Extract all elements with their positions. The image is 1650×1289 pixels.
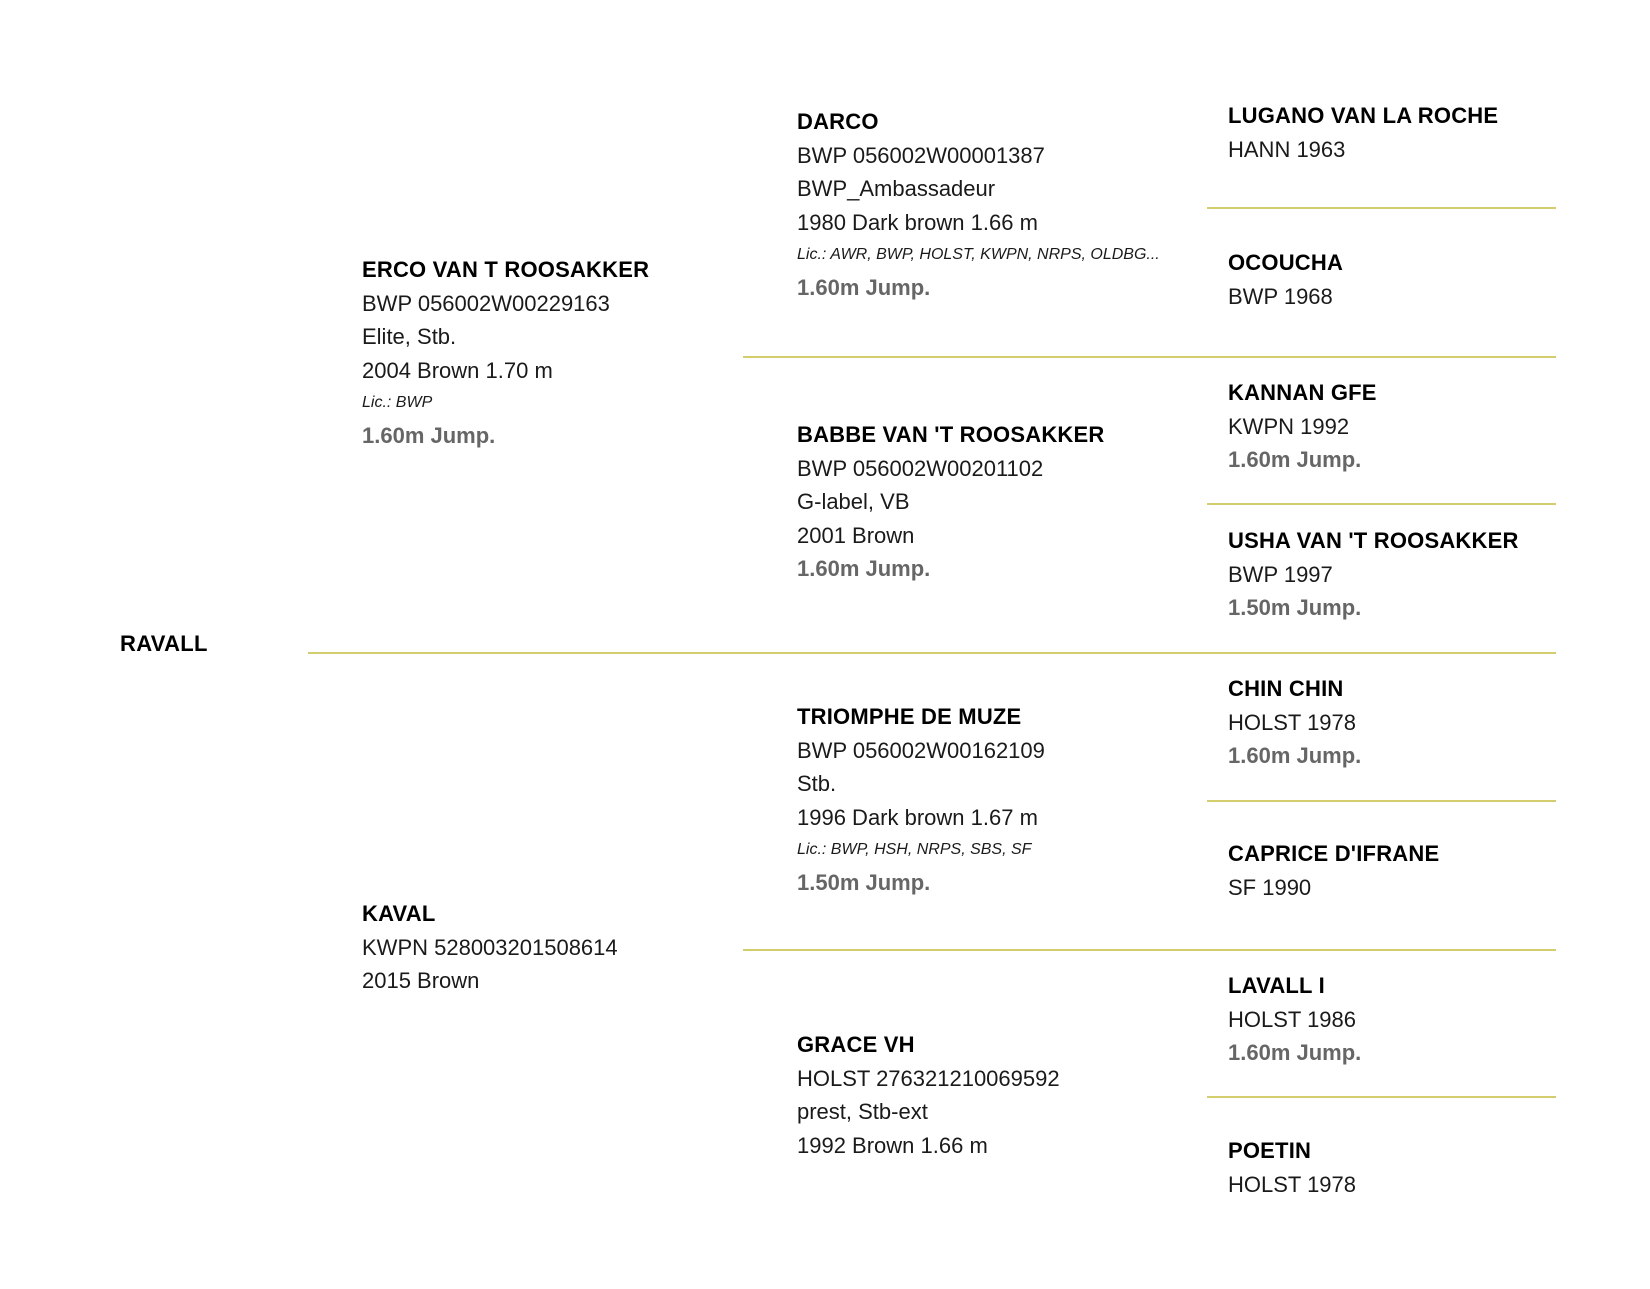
sire-dam-entry: BABBE VAN 'T ROOSAKKER BWP 056002W002011…: [797, 418, 1104, 586]
dam-dam-predicates: prest, Stb-ext: [797, 1099, 928, 1124]
ggp-entry-8: POETIN HOLST 1978: [1228, 1134, 1356, 1201]
dam-sire-name[interactable]: TRIOMPHE DE MUZE: [797, 704, 1022, 729]
ggp-name-1[interactable]: LUGANO VAN LA ROCHE: [1228, 103, 1499, 128]
divider-ggp-2: [1207, 503, 1556, 505]
divider-sire: [743, 356, 1556, 358]
ggp-name-5[interactable]: CHIN CHIN: [1228, 676, 1344, 701]
sire-name[interactable]: ERCO VAN T ROOSAKKER: [362, 257, 650, 282]
dam-details: 2015 Brown: [362, 968, 480, 993]
dam-sire-licences: Lic.: BWP, HSH, NRPS, SBS, SF: [797, 841, 1032, 858]
ggp-entry-7: LAVALL I HOLST 1986 1.60m Jump.: [1228, 969, 1361, 1070]
dam-dam-registration: HOLST 276321210069592: [797, 1065, 1060, 1091]
sire-dam-performance: 1.60m Jump.: [797, 556, 931, 581]
ggp-name-3[interactable]: KANNAN GFE: [1228, 380, 1377, 405]
dam-sire-performance: 1.50m Jump.: [797, 870, 931, 895]
sire-sire-predicates: BWP_Ambassadeur: [797, 176, 996, 201]
ggp-name-4[interactable]: USHA VAN 'T ROOSAKKER: [1228, 528, 1519, 553]
dam-entry: KAVAL KWPN 528003201508614 2015 Brown: [362, 897, 618, 998]
ggp-studbook-year-2: BWP 1968: [1228, 283, 1333, 309]
sire-sire-details: 1980 Dark brown 1.66 m: [797, 209, 1038, 235]
ggp-studbook-year-4: BWP 1997: [1228, 561, 1333, 587]
ggp-entry-5: CHIN CHIN HOLST 1978 1.60m Jump.: [1228, 672, 1361, 773]
dam-name[interactable]: KAVAL: [362, 901, 436, 926]
divider-ggp-4: [1207, 1096, 1556, 1098]
ggp-performance-5: 1.60m Jump.: [1228, 743, 1362, 768]
ggp-studbook-year-1: HANN 1963: [1228, 136, 1346, 162]
sire-licences: Lic.: BWP: [362, 394, 433, 411]
sire-predicates: Elite, Stb.: [362, 324, 457, 349]
divider-ggp-1: [1207, 207, 1556, 209]
ggp-entry-3: KANNAN GFE KWPN 1992 1.60m Jump.: [1228, 376, 1377, 477]
sire-performance: 1.60m Jump.: [362, 423, 496, 448]
sire-dam-details: 2001 Brown: [797, 522, 915, 548]
sire-entry: ERCO VAN T ROOSAKKER BWP 056002W00229163…: [362, 253, 649, 453]
subject-horse-name[interactable]: RAVALL: [120, 631, 208, 656]
dam-sire-details: 1996 Dark brown 1.67 m: [797, 804, 1038, 830]
ggp-name-2[interactable]: OCOUCHA: [1228, 250, 1344, 275]
ggp-entry-6: CAPRICE D'IFRANE SF 1990: [1228, 837, 1439, 904]
sire-sire-name[interactable]: DARCO: [797, 109, 879, 134]
ggp-name-6[interactable]: CAPRICE D'IFRANE: [1228, 841, 1440, 866]
ggp-studbook-year-7: HOLST 1986: [1228, 1006, 1357, 1032]
ggp-performance-7: 1.60m Jump.: [1228, 1040, 1362, 1065]
sire-dam-name[interactable]: BABBE VAN 'T ROOSAKKER: [797, 422, 1105, 447]
ggp-performance-3: 1.60m Jump.: [1228, 447, 1362, 472]
dam-dam-details: 1992 Brown 1.66 m: [797, 1132, 988, 1158]
ggp-entry-1: LUGANO VAN LA ROCHE HANN 1963: [1228, 99, 1498, 166]
dam-dam-entry: GRACE VH HOLST 276321210069592 prest, St…: [797, 1028, 1060, 1162]
ggp-entry-4: USHA VAN 'T ROOSAKKER BWP 1997 1.50m Jum…: [1228, 524, 1519, 625]
divider-ggp-3: [1207, 800, 1556, 802]
ggp-entry-2: OCOUCHA BWP 1968: [1228, 246, 1343, 313]
sire-sire-entry: DARCO BWP 056002W00001387 BWP_Ambassadeu…: [797, 105, 1160, 305]
ggp-name-8[interactable]: POETIN: [1228, 1138, 1312, 1163]
dam-sire-registration: BWP 056002W00162109: [797, 737, 1045, 763]
divider-main: [308, 652, 1556, 654]
sire-sire-registration: BWP 056002W00001387: [797, 142, 1045, 168]
dam-registration: KWPN 528003201508614: [362, 934, 618, 960]
dam-sire-predicates: Stb.: [797, 771, 837, 796]
ggp-studbook-year-8: HOLST 1978: [1228, 1171, 1357, 1197]
sire-details: 2004 Brown 1.70 m: [362, 357, 553, 383]
sire-registration: BWP 056002W00229163: [362, 290, 610, 316]
dam-sire-entry: TRIOMPHE DE MUZE BWP 056002W00162109 Stb…: [797, 700, 1045, 900]
ggp-studbook-year-5: HOLST 1978: [1228, 709, 1357, 735]
sire-dam-registration: BWP 056002W00201102: [797, 455, 1044, 481]
sire-dam-predicates: G-label, VB: [797, 489, 910, 514]
sire-sire-performance: 1.60m Jump.: [797, 275, 931, 300]
ggp-studbook-year-3: KWPN 1992: [1228, 413, 1350, 439]
ggp-studbook-year-6: SF 1990: [1228, 874, 1312, 900]
ggp-performance-4: 1.50m Jump.: [1228, 595, 1362, 620]
dam-dam-name[interactable]: GRACE VH: [797, 1032, 915, 1057]
divider-dam: [743, 949, 1556, 951]
ggp-name-7[interactable]: LAVALL I: [1228, 973, 1325, 998]
sire-sire-licences: Lic.: AWR, BWP, HOLST, KWPN, NRPS, OLDBG…: [797, 246, 1160, 263]
